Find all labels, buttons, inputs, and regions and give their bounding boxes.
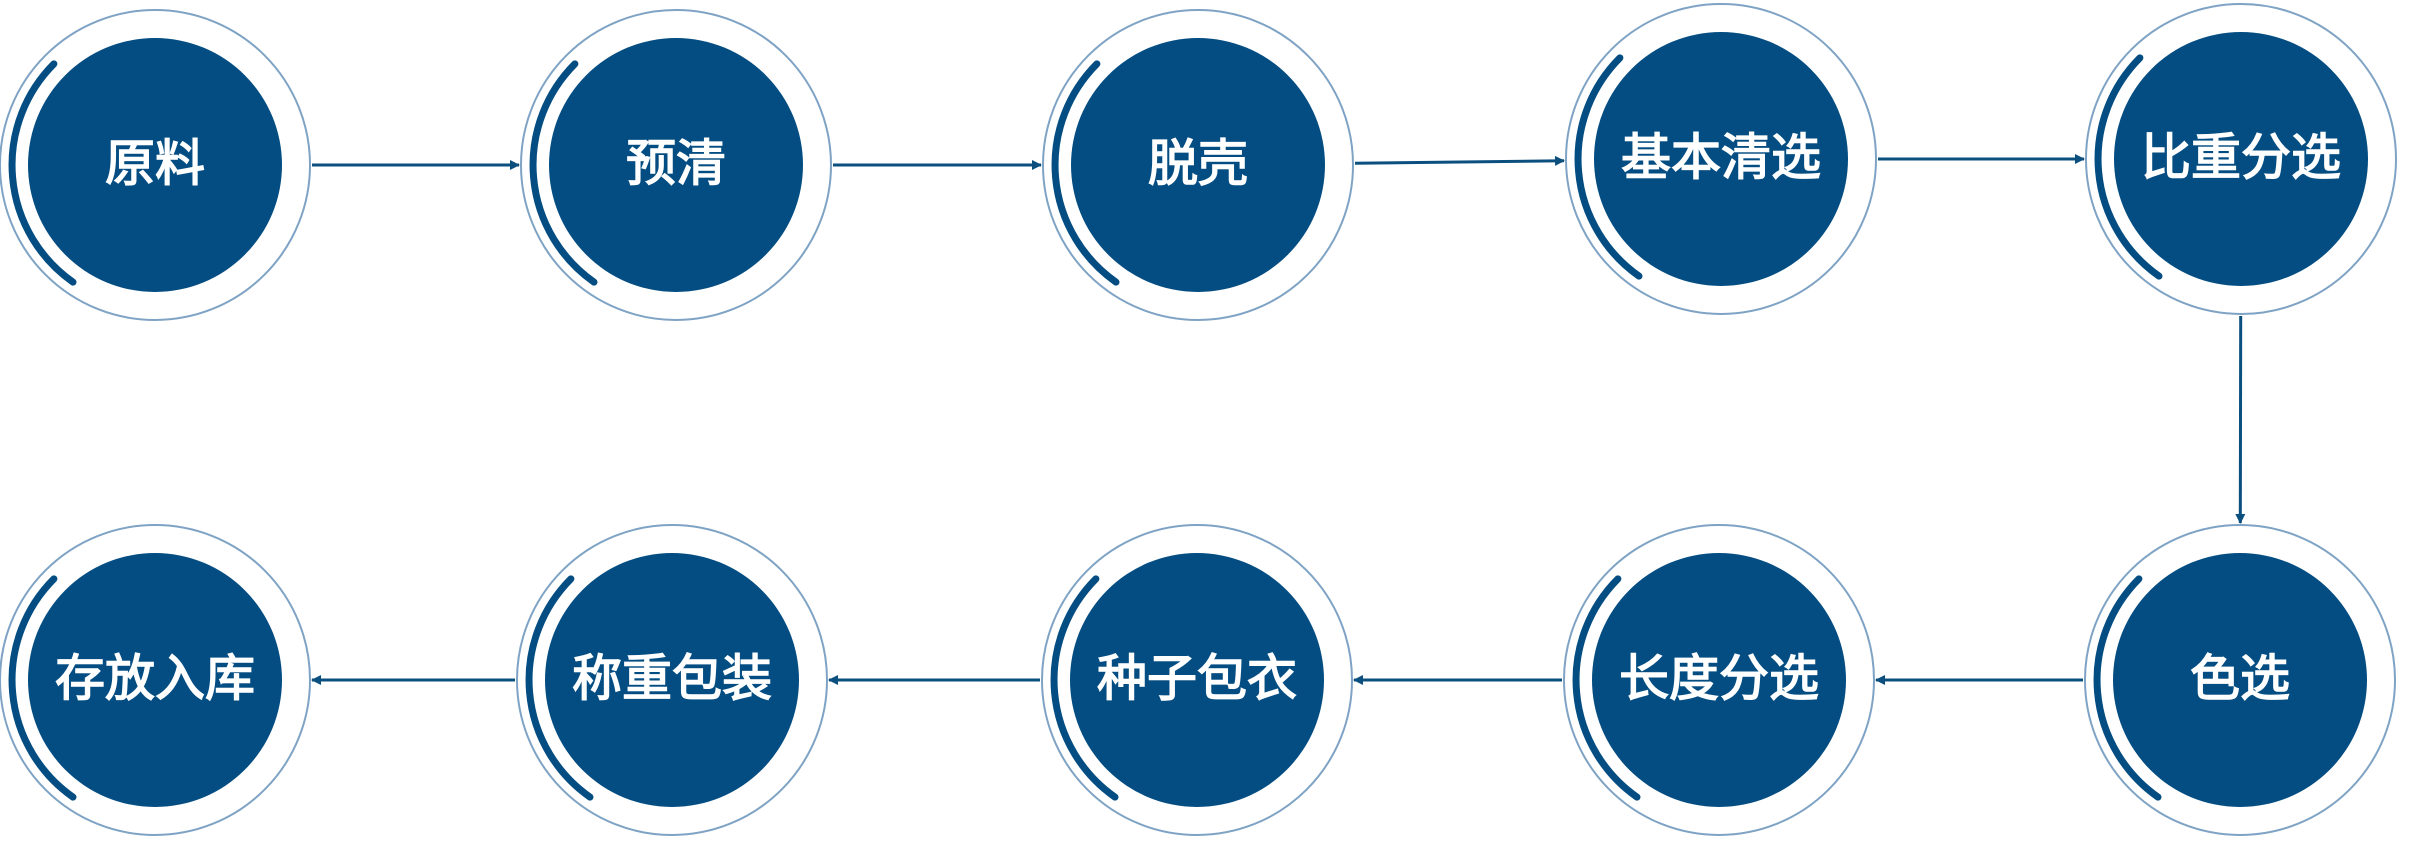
- step-label: 原料: [105, 135, 205, 193]
- step-disc: [549, 38, 803, 292]
- flow-arrow: [1354, 155, 1565, 166]
- step-accent-arc: [2093, 575, 2162, 801]
- step-disc: [1592, 553, 1846, 807]
- connector-layer: [311, 154, 2246, 685]
- step-disc: [545, 553, 799, 807]
- step-node: 存放入库: [0, 524, 311, 836]
- step-disc: [28, 553, 282, 807]
- step-label: 色选: [2190, 650, 2290, 708]
- step-label: 比重分选: [2141, 129, 2341, 187]
- step-label: 预清: [626, 135, 726, 193]
- step-disc: [28, 38, 282, 292]
- step-node: 长度分选: [1563, 524, 1875, 836]
- step-accent-arc: [525, 575, 594, 801]
- step-accent-arc: [8, 60, 77, 286]
- step-accent-arc: [1050, 575, 1119, 801]
- step-node: 原料: [0, 9, 311, 321]
- step-node: 脱壳: [1042, 9, 1354, 321]
- step-disc: [1071, 38, 1325, 292]
- step-accent-arc: [8, 575, 77, 801]
- step-accent-arc: [1051, 60, 1120, 286]
- step-label: 脱壳: [1148, 135, 1248, 193]
- step-node: 种子包衣: [1041, 524, 1353, 836]
- step-label: 称重包装: [572, 650, 772, 708]
- step-label: 存放入库: [55, 650, 255, 708]
- step-node: 色选: [2084, 524, 2396, 836]
- step-label: 基本清选: [1621, 129, 1821, 187]
- step-disc: [2113, 553, 2367, 807]
- step-label: 长度分选: [1619, 650, 1819, 708]
- step-node: 比重分选: [2085, 3, 2397, 315]
- step-label: 种子包衣: [1097, 650, 1297, 708]
- step-node: 称重包装: [516, 524, 828, 836]
- step-accent-arc: [529, 60, 598, 286]
- step-disc: [1594, 32, 1848, 286]
- step-accent-arc: [1574, 54, 1643, 280]
- step-node: 基本清选: [1565, 3, 1877, 315]
- step-disc: [1070, 553, 1324, 807]
- step-accent-arc: [1572, 575, 1641, 801]
- step-accent-arc: [2094, 54, 2163, 280]
- step-node: 预清: [520, 9, 832, 321]
- step-disc: [2114, 32, 2368, 286]
